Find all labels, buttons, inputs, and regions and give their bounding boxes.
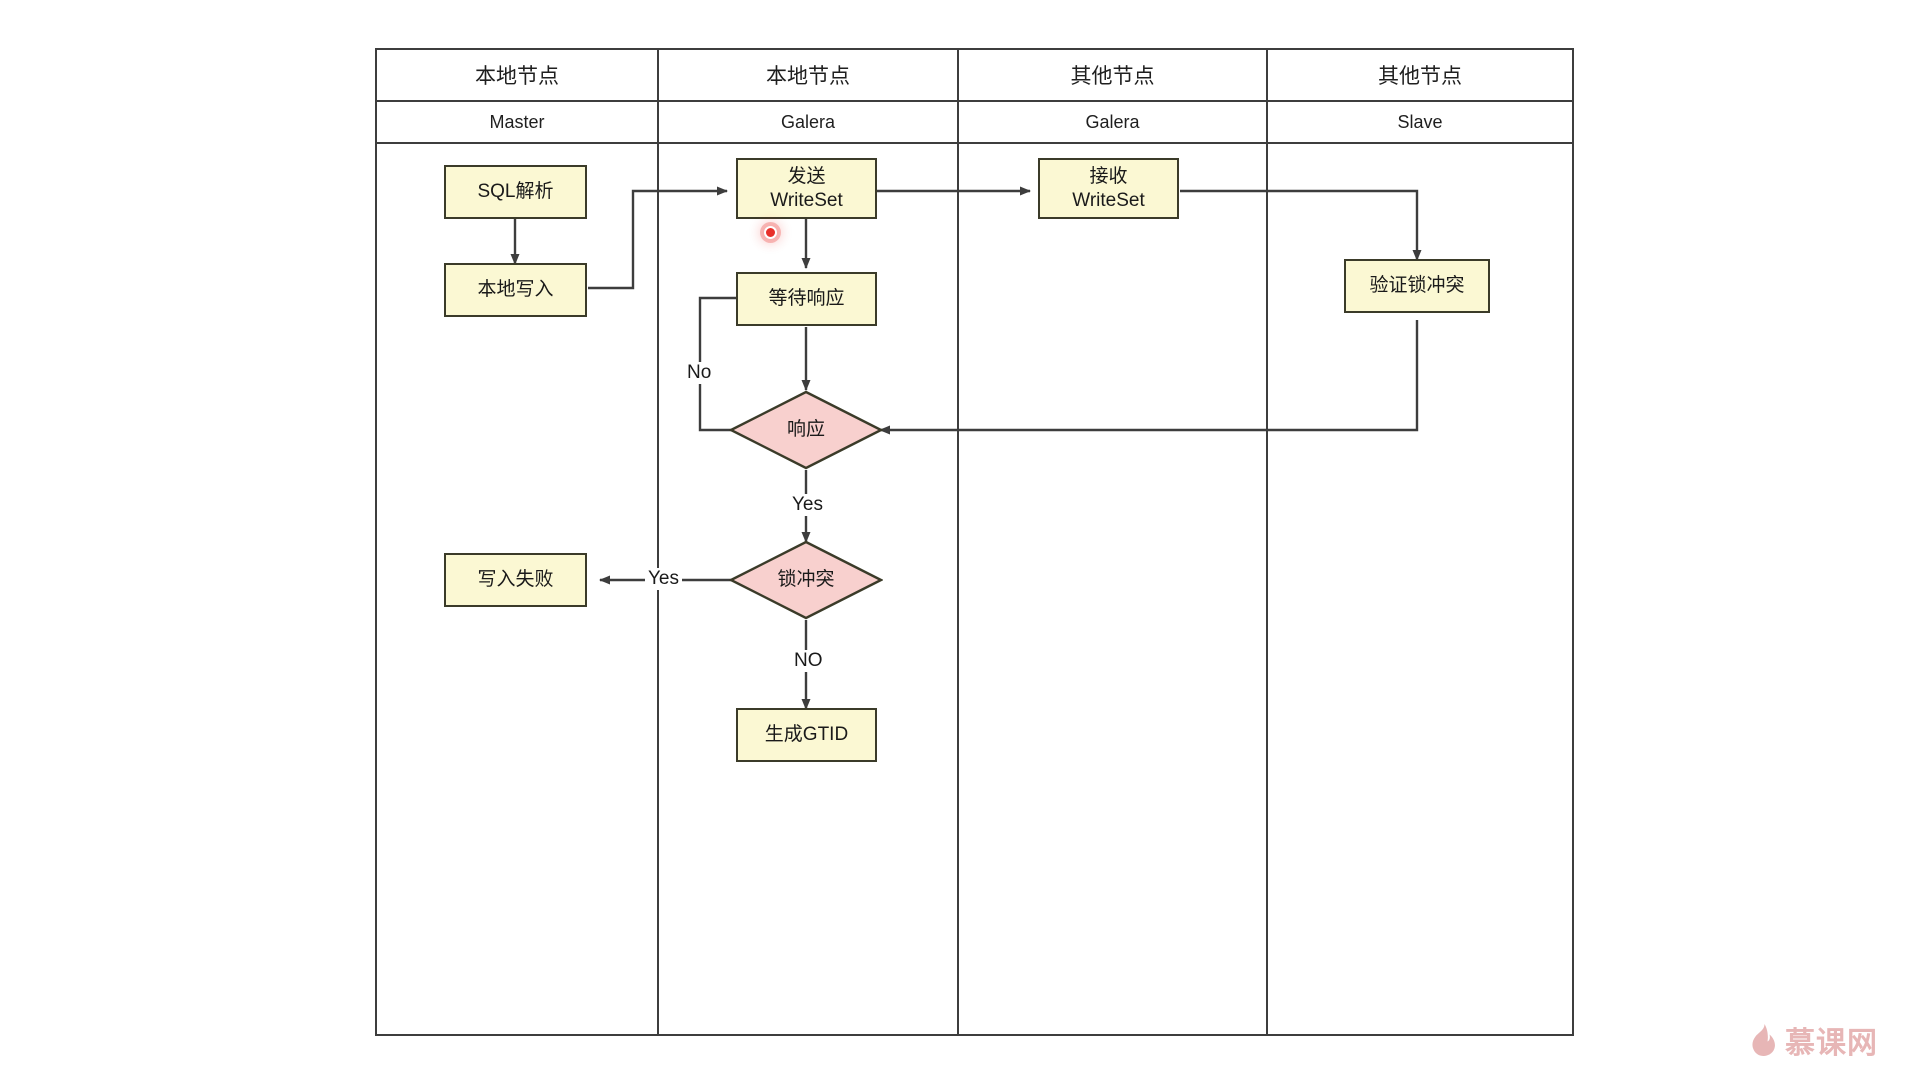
lane-header-master: 本地节点 [377,50,657,102]
node-lock-conflict-decision[interactable]: 锁冲突 [729,540,883,620]
node-recv-writeset-label-line2: WriteSet [1072,189,1145,211]
node-sql-parse-label: SQL解析 [477,181,554,203]
node-verify-lock-label: 验证锁冲突 [1369,275,1465,297]
cursor-marker [764,226,777,239]
swimlane-other-galera: 其他节点 Galera [959,50,1268,1034]
swimlane-slave: 其他节点 Slave [1268,50,1572,1034]
swimlane-frame: 本地节点 Master 本地节点 Galera 其他节点 Galera 其他节点… [375,48,1574,1036]
edge-label-response-yes: Yes [789,494,826,516]
node-response-label: 响应 [786,419,825,441]
node-sql-parse[interactable]: SQL解析 [444,165,587,219]
edge-label-conflict-no: NO [791,650,826,672]
node-write-fail[interactable]: 写入失败 [444,553,587,607]
node-local-write-label: 本地写入 [477,279,554,301]
swimlane-master: 本地节点 Master [377,50,659,1034]
edge-label-response-no: No [684,362,715,384]
lane-subheader-slave: Slave [1268,102,1572,144]
node-send-writeset-label-line1: 发送 [787,165,826,187]
lane-header-local-galera: 本地节点 [659,50,957,102]
flame-icon [1752,1024,1775,1057]
lane-subheader-local-galera: Galera [659,102,957,144]
node-gen-gtid[interactable]: 生成GTID [736,708,877,762]
node-wait-response-label: 等待响应 [768,288,845,310]
watermark-text: 慕课网 [1785,1027,1878,1060]
node-send-writeset-label-line2: WriteSet [770,189,843,211]
swimlane-local-galera: 本地节点 Galera [659,50,959,1034]
diamond-shape-lock-conflict [729,540,883,620]
lane-subheader-other-galera: Galera [959,102,1266,144]
edge-label-conflict-yes: Yes [645,568,682,590]
node-recv-writeset-label-line1: 接收 [1089,165,1128,187]
watermark: 慕课网 [1748,1018,1878,1062]
lane-subheader-master: Master [377,102,657,144]
node-send-writeset[interactable]: 发送 WriteSet [736,158,877,219]
node-wait-response[interactable]: 等待响应 [736,272,877,326]
node-verify-lock[interactable]: 验证锁冲突 [1344,259,1490,313]
lane-header-slave: 其他节点 [1268,50,1572,102]
node-write-fail-label: 写入失败 [477,569,554,591]
diamond-shape-response [729,390,883,470]
node-local-write[interactable]: 本地写入 [444,263,587,317]
node-gen-gtid-label: 生成GTID [764,724,849,746]
node-recv-writeset[interactable]: 接收 WriteSet [1038,158,1179,219]
node-lock-conflict-label: 锁冲突 [777,569,835,591]
lane-header-other-galera: 其他节点 [959,50,1266,102]
node-response-decision[interactable]: 响应 [729,390,883,470]
